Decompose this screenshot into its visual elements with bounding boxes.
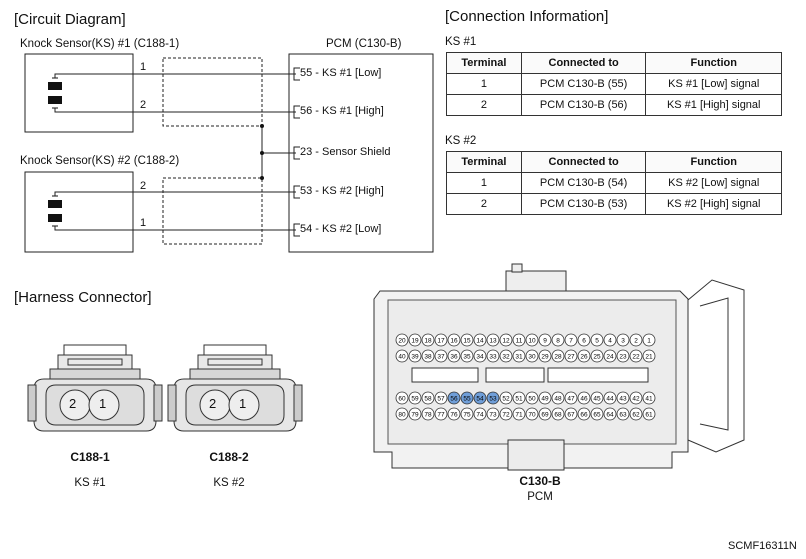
table-row: 1 PCM C130-B (54) KS #2 [Low] signal [446, 172, 782, 194]
c130b-name: PCM [527, 491, 553, 503]
cell-function: KS #1 [High] signal [645, 94, 782, 116]
cell-function: KS #2 [Low] signal [645, 172, 782, 194]
ks1-table-label: KS #1 [445, 36, 477, 48]
connection-info-title: [Connection Information] [445, 8, 609, 25]
header-terminal: Terminal [446, 151, 522, 173]
pcm-pin-23: 23 - Sensor Shield [300, 146, 391, 158]
cell-terminal: 1 [446, 172, 522, 194]
wire-number-ks1-2: 2 [140, 99, 147, 111]
ks2-table-label: KS #2 [445, 135, 477, 147]
cell-terminal: 1 [446, 73, 522, 95]
c130b-code: C130-B [519, 474, 561, 488]
pcm-label: PCM (C130-B) [326, 38, 402, 50]
c188-2-name: KS #2 [213, 477, 245, 489]
c188-2-pin-2: 2 [209, 396, 217, 411]
header-function: Function [645, 151, 782, 173]
pcm-pin-54: 54 - KS #2 [Low] [300, 223, 382, 235]
wire-number-ks2-2: 2 [140, 180, 147, 192]
pcm-pin-55: 55 - KS #1 [Low] [300, 67, 382, 79]
wire-number-ks1-1: 1 [140, 61, 147, 73]
header-connected-to: Connected to [520, 52, 647, 74]
c188-2-code: C188-2 [209, 450, 249, 464]
cell-terminal: 2 [446, 94, 522, 116]
header-connected-to: Connected to [520, 151, 647, 173]
cell-connected-to: PCM C130-B (54) [520, 172, 647, 194]
pcm-pin-56: 56 - KS #1 [High] [300, 105, 384, 117]
cell-function: KS #2 [High] signal [645, 193, 782, 215]
table-header-row: Terminal Connected to Function [446, 52, 782, 74]
ks1-label: Knock Sensor(KS) #1 (C188-1) [20, 38, 180, 50]
cell-connected-to: PCM C130-B (56) [520, 94, 647, 116]
header-function: Function [645, 52, 782, 74]
pcm-pin-53: 53 - KS #2 [High] [300, 185, 384, 197]
table-row: 2 PCM C130-B (56) KS #1 [High] signal [446, 94, 782, 116]
cell-function: KS #1 [Low] signal [645, 73, 782, 95]
cell-terminal: 2 [446, 193, 522, 215]
c188-1-pin-1: 1 [99, 396, 107, 411]
cell-connected-to: PCM C130-B (53) [520, 193, 647, 215]
harness-connector-title: [Harness Connector] [14, 289, 152, 306]
c188-1-code: C188-1 [70, 450, 110, 464]
header-terminal: Terminal [446, 52, 522, 74]
cell-connected-to: PCM C130-B (55) [520, 73, 647, 95]
wire-number-ks2-1: 1 [140, 217, 147, 229]
c188-1-pin-2: 2 [69, 396, 77, 411]
ks2-label: Knock Sensor(KS) #2 (C188-2) [20, 155, 180, 167]
c188-2-pin-1: 1 [239, 396, 247, 411]
table-header-row: Terminal Connected to Function [446, 151, 782, 173]
circuit-diagram-title: [Circuit Diagram] [14, 11, 126, 28]
ks2-connection-table: Terminal Connected to Function 1 PCM C13… [446, 151, 782, 215]
ks1-connection-table: Terminal Connected to Function 1 PCM C13… [446, 52, 782, 116]
c188-1-name: KS #1 [74, 477, 106, 489]
figure-code: SCMF16311N [728, 540, 797, 552]
table-row: 2 PCM C130-B (53) KS #2 [High] signal [446, 193, 782, 215]
table-row: 1 PCM C130-B (55) KS #1 [Low] signal [446, 73, 782, 95]
